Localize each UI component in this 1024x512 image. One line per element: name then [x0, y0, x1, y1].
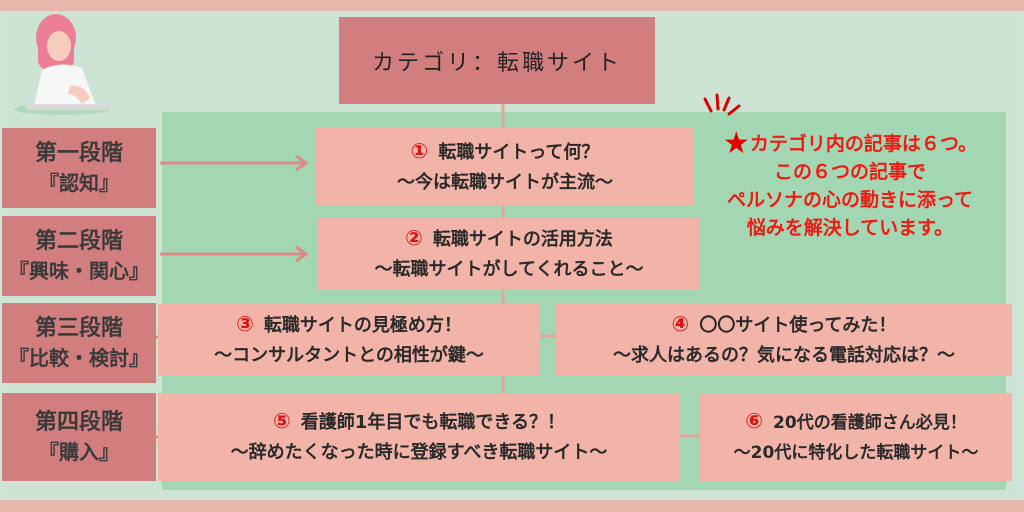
stage-2-subtitle: 『興味・関心』 [9, 259, 149, 283]
stage-3-title: 第三段階 [34, 316, 123, 341]
article-4-number: ④ [671, 312, 690, 336]
article-5: ⑤ 看護師1年目でも転職できる？！ ～辞めたくなった時に登録すべき転職サイト～ [158, 393, 680, 481]
stage-4-title: 第四段階 [34, 410, 123, 435]
article-1-subtitle: ～今は転職サイトが主流～ [397, 172, 613, 193]
article-1: ① 転職サイトって何？ ～今は転職サイトが主流～ [316, 128, 694, 206]
article-4-subtitle: ～求人はあるの？気になる電話対応は？～ [613, 345, 955, 366]
stage-1-subtitle: 『認知』 [39, 171, 119, 195]
article-5-title: 看護師1年目でも転職できる？！ [300, 412, 565, 433]
article-5-number: ⑤ [273, 409, 291, 433]
article-2-subtitle: ～転職サイトがしてくれること～ [374, 259, 644, 280]
article-6-number: ⑥ [745, 409, 764, 433]
stage-3: 第三段階 『比較・検討』 [2, 303, 156, 383]
stage-3-subtitle: 『比較・検討』 [9, 346, 149, 370]
stage-4: 第四段階 『購入』 [2, 393, 156, 481]
stage-2-title: 第二段階 [34, 229, 123, 254]
stage-2: 第二段階 『興味・関心』 [2, 216, 156, 296]
article-2-title: 転職サイトの活用方法 [432, 229, 613, 250]
stage-1-title: 第一段階 [34, 141, 123, 166]
category-note: ★カテゴリ内の記事は６つ。 この６つの記事で ペルソナの心の動きに添って 悩みを… [690, 129, 1010, 242]
article-3: ③ 転職サイトの見極め方！ ～コンサルタントとの相性が鍵～ [158, 304, 540, 376]
note-line-4: 悩みを解決しています。 [746, 217, 954, 239]
article-5-subtitle: ～辞めたくなった時に登録すべき転職サイト～ [230, 442, 608, 463]
article-2-number: ② [405, 226, 423, 250]
stage-4-subtitle: 『購入』 [39, 440, 119, 464]
note-line-1: カテゴリ内の記事は６つ。 [749, 133, 978, 155]
article-3-number: ③ [236, 312, 254, 336]
stage-1: 第一段階 『認知』 [2, 128, 156, 208]
article-3-title: 転職サイトの見極め方！ [263, 315, 462, 336]
note-line-3: ペルソナの心の動きに添って [726, 189, 974, 211]
article-6: ⑥ 20代の看護師さん必見！ ～20代に特化した転職サイト～ [700, 393, 1012, 481]
note-line-2: この６つの記事で [773, 161, 926, 183]
category-title: カテゴリ：転職サイト [339, 17, 655, 104]
bottom-border [0, 500, 1024, 512]
article-1-number: ① [410, 139, 429, 163]
top-border [0, 0, 1024, 11]
article-1-title: 転職サイトって何？ [438, 142, 600, 163]
article-2: ② 転職サイトの活用方法 ～転職サイトがしてくれること～ [318, 218, 700, 290]
emphasis-burst-icon [703, 93, 741, 116]
star-icon: ★ [722, 126, 750, 161]
article-4-title: 〇〇サイト使ってみた！ [699, 315, 897, 336]
persona-illustration [14, 14, 110, 115]
article-6-subtitle: ～20代に特化した転職サイト～ [733, 443, 979, 463]
article-4: ④ 〇〇サイト使ってみた！ ～求人はあるの？気になる電話対応は？～ [556, 304, 1012, 376]
article-3-subtitle: ～コンサルタントとの相性が鍵～ [214, 345, 484, 366]
article-6-title: 20代の看護師さん必見！ [773, 413, 967, 433]
